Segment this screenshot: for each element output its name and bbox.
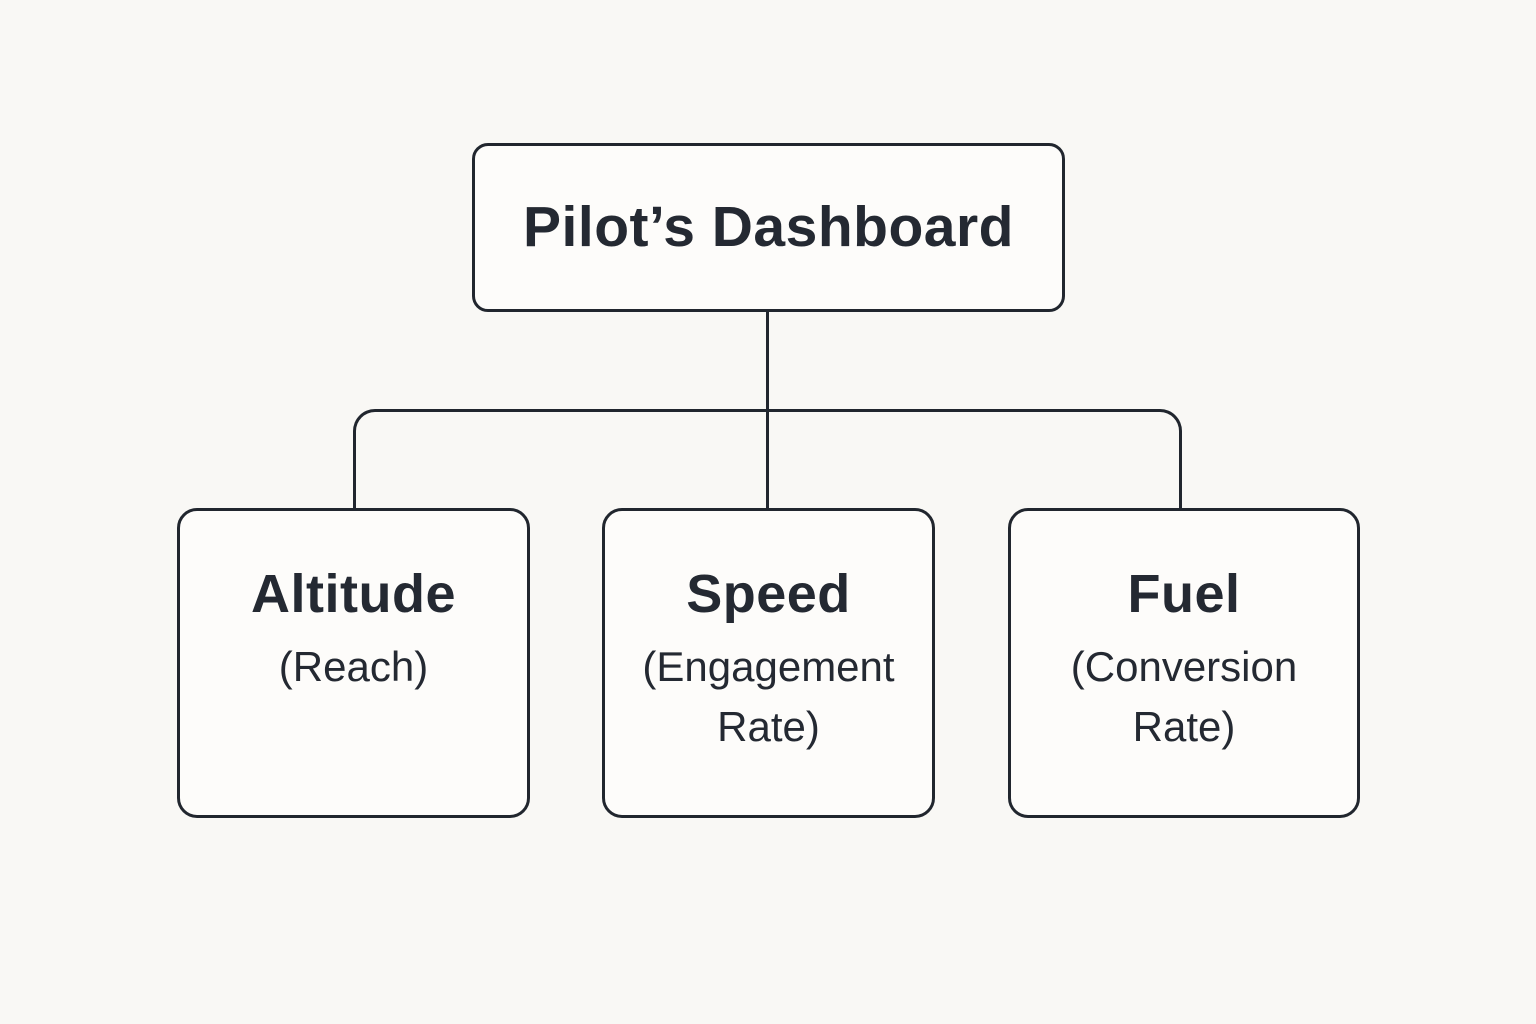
altitude-node-title: Altitude bbox=[251, 564, 456, 624]
fuel-node-subtitle: (Conversion Rate) bbox=[1070, 643, 1298, 750]
speed-node-subtitle: (Engagement Rate) bbox=[642, 643, 895, 750]
node-pilots-dashboard: Pilot’s Dashboard bbox=[472, 143, 1065, 312]
speed-node-title: Speed bbox=[686, 564, 851, 624]
node-speed: Speed (Engagement Rate) bbox=[602, 508, 935, 818]
root-node-label: Pilot’s Dashboard bbox=[523, 195, 1014, 260]
connector-branch-rail bbox=[353, 409, 1182, 508]
node-altitude: Altitude (Reach) bbox=[177, 508, 530, 818]
node-fuel: Fuel (Conversion Rate) bbox=[1008, 508, 1360, 818]
altitude-node-subtitle: (Reach) bbox=[278, 643, 429, 690]
fuel-node-title: Fuel bbox=[1127, 564, 1241, 624]
